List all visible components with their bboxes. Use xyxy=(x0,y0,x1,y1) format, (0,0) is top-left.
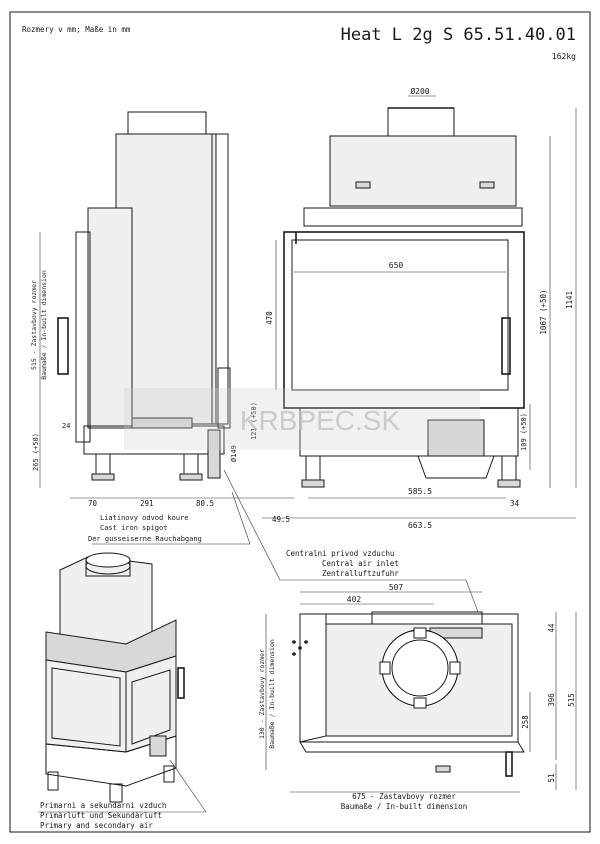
dim-130-sub: Baumaße / In-built dimension xyxy=(268,639,276,749)
dim-109: 109 (+50) xyxy=(520,413,528,451)
dim-149: Ø149 xyxy=(230,445,238,462)
dim-44: 44 xyxy=(547,623,556,633)
dim-130: 130 - Zastavbovy rozmer xyxy=(258,649,266,739)
note-flue-cz: Liatinovy odvod koure xyxy=(100,514,189,522)
side-door-handle xyxy=(57,317,69,375)
front-glass xyxy=(291,239,509,391)
dim-402: 402 xyxy=(347,595,362,604)
note-flue-de: Der gusseiserne Rauchabgang xyxy=(88,535,202,543)
weight-label: 162kg xyxy=(552,52,576,61)
dim-291: 291 xyxy=(140,499,154,508)
dim-49-5: 49.5 xyxy=(272,515,290,524)
model-title: Heat L 2g S 65.51.40.01 xyxy=(341,25,576,45)
sheet-border xyxy=(9,11,591,833)
watermark-text: KRBPEC.SK xyxy=(240,405,401,436)
dim-34: 34 xyxy=(510,499,520,508)
front-handle xyxy=(501,317,511,375)
units-note: Rozmery v mm; Maße in mm xyxy=(22,25,131,34)
front-view: 650 xyxy=(283,107,525,488)
side-view xyxy=(57,111,231,481)
front-flue xyxy=(387,107,455,137)
dim-650: 650 xyxy=(389,261,404,270)
dim-1067: 1067 (+50) xyxy=(539,289,548,334)
dim-663-5: 663.5 xyxy=(408,521,432,530)
dim-1141: 1141 xyxy=(565,291,574,309)
dim-70: 70 xyxy=(88,499,98,508)
dim-515-side: 515 - Zastavbovy rozmer xyxy=(30,280,38,370)
dim-507: 507 xyxy=(389,583,404,592)
watermark-band xyxy=(124,388,480,450)
dim-24: 24 xyxy=(62,422,70,430)
note-primary-de: Primärluft und Sekundärluft xyxy=(40,811,162,820)
front-top-body xyxy=(329,135,517,207)
front-frame xyxy=(283,231,525,409)
side-flue xyxy=(127,111,207,135)
dim-585-5: 585.5 xyxy=(408,487,432,496)
dim-80-5: 80.5 xyxy=(196,499,214,508)
dim-121: 121 (+50) xyxy=(250,402,258,440)
front-air-box xyxy=(427,419,485,457)
dim-515-side-sub: Baumaße / In-built dimension xyxy=(40,270,48,380)
note-primary-en: Primary and secondary air xyxy=(40,821,153,830)
dim-flue-diameter: Ø200 xyxy=(410,86,429,96)
note-primary-cz: Primarni a sekundarni vzduch xyxy=(40,801,166,810)
side-front-frame xyxy=(87,207,133,429)
isometric-view xyxy=(45,552,185,803)
dim-396: 396 xyxy=(547,693,556,707)
dim-51: 51 xyxy=(547,773,556,782)
dim-258: 258 xyxy=(521,715,530,729)
dim-470: 470 xyxy=(265,311,274,325)
note-air-cz: Centralni privod vzduchu xyxy=(286,549,394,558)
dim-515: 515 xyxy=(567,693,576,707)
dim-265: 265 (+50) xyxy=(32,433,40,471)
top-flue-outer xyxy=(381,629,459,707)
side-body-upper xyxy=(115,133,217,425)
dim-675-sub: Baumaße / In-built dimension xyxy=(341,802,467,811)
note-air-en: Central air inlet xyxy=(322,559,399,568)
top-view xyxy=(292,611,525,777)
dim-675: 675 - Zastavbovy rozmer xyxy=(352,792,456,801)
note-air-de: Zentralluftzufuhr xyxy=(322,569,399,578)
note-flue-en: Cast iron spigot xyxy=(100,524,167,532)
